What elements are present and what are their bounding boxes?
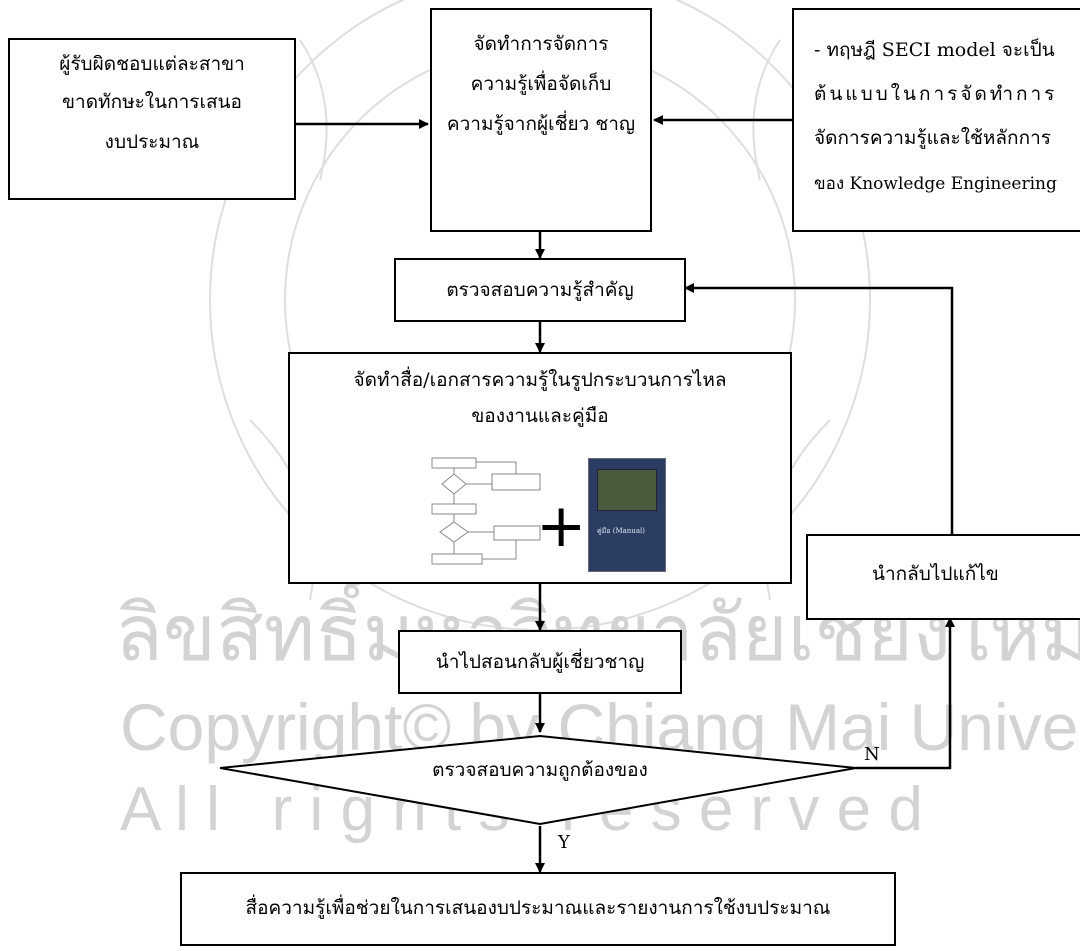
decision-verify-text: ตรวจสอบความถูกต้องของ [432,759,648,781]
node-final-text: สื่อความรู้เพื่อช่วยในการเสนองบประมาณและ… [245,897,831,919]
node-fix: นำกลับไปแก้ไข [806,534,1080,620]
node-media-line-1: จัดทำสื่อ/เอกสารความรู้ในรูปกระบวนการไหล [353,369,727,391]
node-teach-back: นำไปสอนกลับผู้เชี่ยวชาญ [398,630,682,694]
node-theory: - ทฤษฎี SECI model จะเป็น ต้นแบบในการจัด… [792,8,1080,232]
node-final: สื่อความรู้เพื่อช่วยในการเสนองบประมาณและ… [180,872,896,946]
node-km-line-3: ความรู้จากผู้เชี่ยว ชาญ [446,113,636,135]
node-make-media: จัดทำสื่อ/เอกสารความรู้ในรูปกระบวนการไหล… [288,352,792,584]
node-responsible-line-3: งบประมาณ [104,131,200,153]
flowchart-thumbnail [431,457,541,565]
node-media-line-2: ของงานและคู่มือ [471,405,609,427]
node-theory-line-1: - ทฤษฎี SECI model จะเป็น [814,39,1055,61]
node-check-key: ตรวจสอบความรู้สำคัญ [394,258,686,322]
manual-cover: คู่มือ (Manual) [588,458,666,572]
node-check-key-text: ตรวจสอบความรู้สำคัญ [446,279,634,301]
edge-label-yes: Y [558,832,570,853]
node-knowledge-mgmt: จัดทำการจัดการ ความรู้เพื่อจัดเก็บ ความร… [430,8,652,232]
node-responsible-line-1: ผู้รับผิดชอบแต่ละสาขา [59,53,245,75]
manual-photo [597,469,657,511]
plus-sign: + [536,491,587,561]
node-theory-line-2: ต้นแบบในการจัดทำการ [814,83,1058,105]
edge-label-no: N [864,744,880,765]
node-fix-text: นำกลับไปแก้ไข [872,563,999,585]
node-theory-line-3: จัดการความรู้และใช้หลักการ [814,127,1051,149]
node-km-line-1: จัดทำการจัดการ [473,33,609,55]
node-teach-back-text: นำไปสอนกลับผู้เชี่ยวชาญ [435,651,645,673]
node-theory-line-4: ของ Knowledge Engineering [814,174,1057,194]
node-responsible-line-2: ขาดทักษะในการเสนอ [62,91,242,113]
node-responsible: ผู้รับผิดชอบแต่ละสาขา ขาดทักษะในการเสนอ … [8,38,296,200]
manual-title: คู่มือ (Manual) [597,527,645,535]
node-km-line-2: ความรู้เพื่อจัดเก็บ [470,73,612,95]
